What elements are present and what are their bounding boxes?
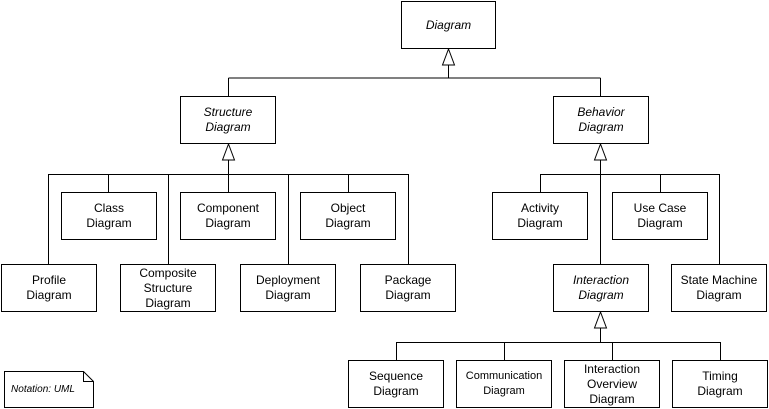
node-activity-diagram: Activity Diagram [492, 192, 588, 240]
node-communication-diagram: Communication Diagram [456, 360, 552, 408]
node-structure-diagram: Structure Diagram [180, 96, 276, 144]
note-shape-icon [4, 371, 94, 408]
generalization-arrow-interaction [593, 310, 608, 329]
node-component-diagram: Component Diagram [180, 192, 276, 240]
node-diagram: Diagram [401, 1, 496, 49]
node-deployment-diagram: Deployment Diagram [240, 264, 336, 312]
node-object-diagram: Object Diagram [300, 192, 396, 240]
node-state-machine-diagram: State Machine Diagram [671, 264, 767, 312]
notation-label: Notation: UML [11, 384, 75, 395]
node-interaction-overview-diagram: Interaction Overview Diagram [564, 360, 660, 408]
node-interaction-diagram: Interaction Diagram [553, 264, 649, 312]
node-use-case-diagram: Use Case Diagram [612, 192, 708, 240]
generalization-arrow-diagram [441, 47, 456, 66]
generalization-arrow-structure [221, 142, 236, 161]
node-profile-diagram: Profile Diagram [1, 264, 97, 312]
node-package-diagram: Package Diagram [360, 264, 456, 312]
node-class-diagram: Class Diagram [61, 192, 157, 240]
node-composite-structure-diagram: Composite Structure Diagram [120, 264, 216, 312]
node-sequence-diagram: Sequence Diagram [348, 360, 444, 408]
node-timing-diagram: Timing Diagram [672, 360, 768, 408]
generalization-arrow-behavior [593, 142, 608, 161]
node-behavior-diagram: Behavior Diagram [553, 96, 649, 144]
notation-note: Notation: UML [4, 371, 94, 408]
